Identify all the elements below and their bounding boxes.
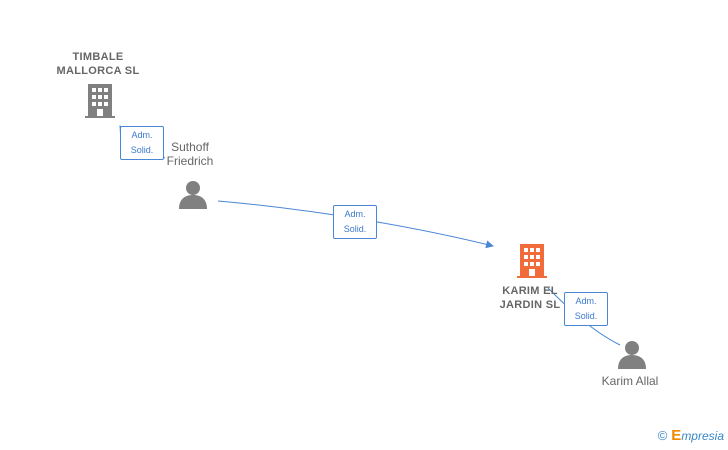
company-label-line: MALLORCA SL	[56, 65, 140, 77]
copyright-icon: ©	[657, 428, 668, 443]
brand-initial: E	[671, 427, 682, 444]
person-icon[interactable]	[618, 341, 646, 369]
brand-name: mpresia	[681, 429, 724, 443]
person-label-line: Friedrich	[166, 154, 214, 168]
building-icon[interactable]	[517, 244, 547, 278]
person-label-line: Karim Allal	[601, 374, 659, 388]
company-label-karim-el-jardin[interactable]: KARIM EL JARDIN SL	[480, 284, 580, 312]
edge-label-line: Adm.	[575, 296, 597, 306]
person-label-suthoff[interactable]: Suthoff Friedrich	[150, 140, 230, 168]
person-label-karim-allal[interactable]: Karim Allal	[590, 374, 670, 388]
edge-label-karim-allal-to-karim-el-jardin[interactable]: Adm. Solid.	[564, 292, 608, 326]
company-label-line: TIMBALE	[72, 51, 124, 63]
person-icon[interactable]	[179, 181, 207, 209]
edge-label-line: Solid.	[343, 224, 367, 234]
edge-label-line: Solid.	[130, 145, 154, 155]
company-label-timbale[interactable]: TIMBALE MALLORCA SL	[38, 50, 158, 78]
edge-label-line: Adm.	[131, 130, 153, 140]
company-label-line: JARDIN SL	[499, 299, 561, 311]
edge-label-line: Adm.	[344, 209, 366, 219]
edge-label-suthoff-to-timbale[interactable]: Adm. Solid.	[120, 126, 164, 160]
company-label-line: KARIM EL	[502, 285, 558, 297]
edge-label-line: Solid.	[574, 311, 598, 321]
empresia-logo: ©Empresia	[658, 427, 724, 444]
person-label-line: Suthoff	[171, 140, 209, 154]
edge-label-suthoff-to-karim-el-jardin[interactable]: Adm. Solid.	[333, 205, 377, 239]
building-icon[interactable]	[85, 84, 115, 118]
